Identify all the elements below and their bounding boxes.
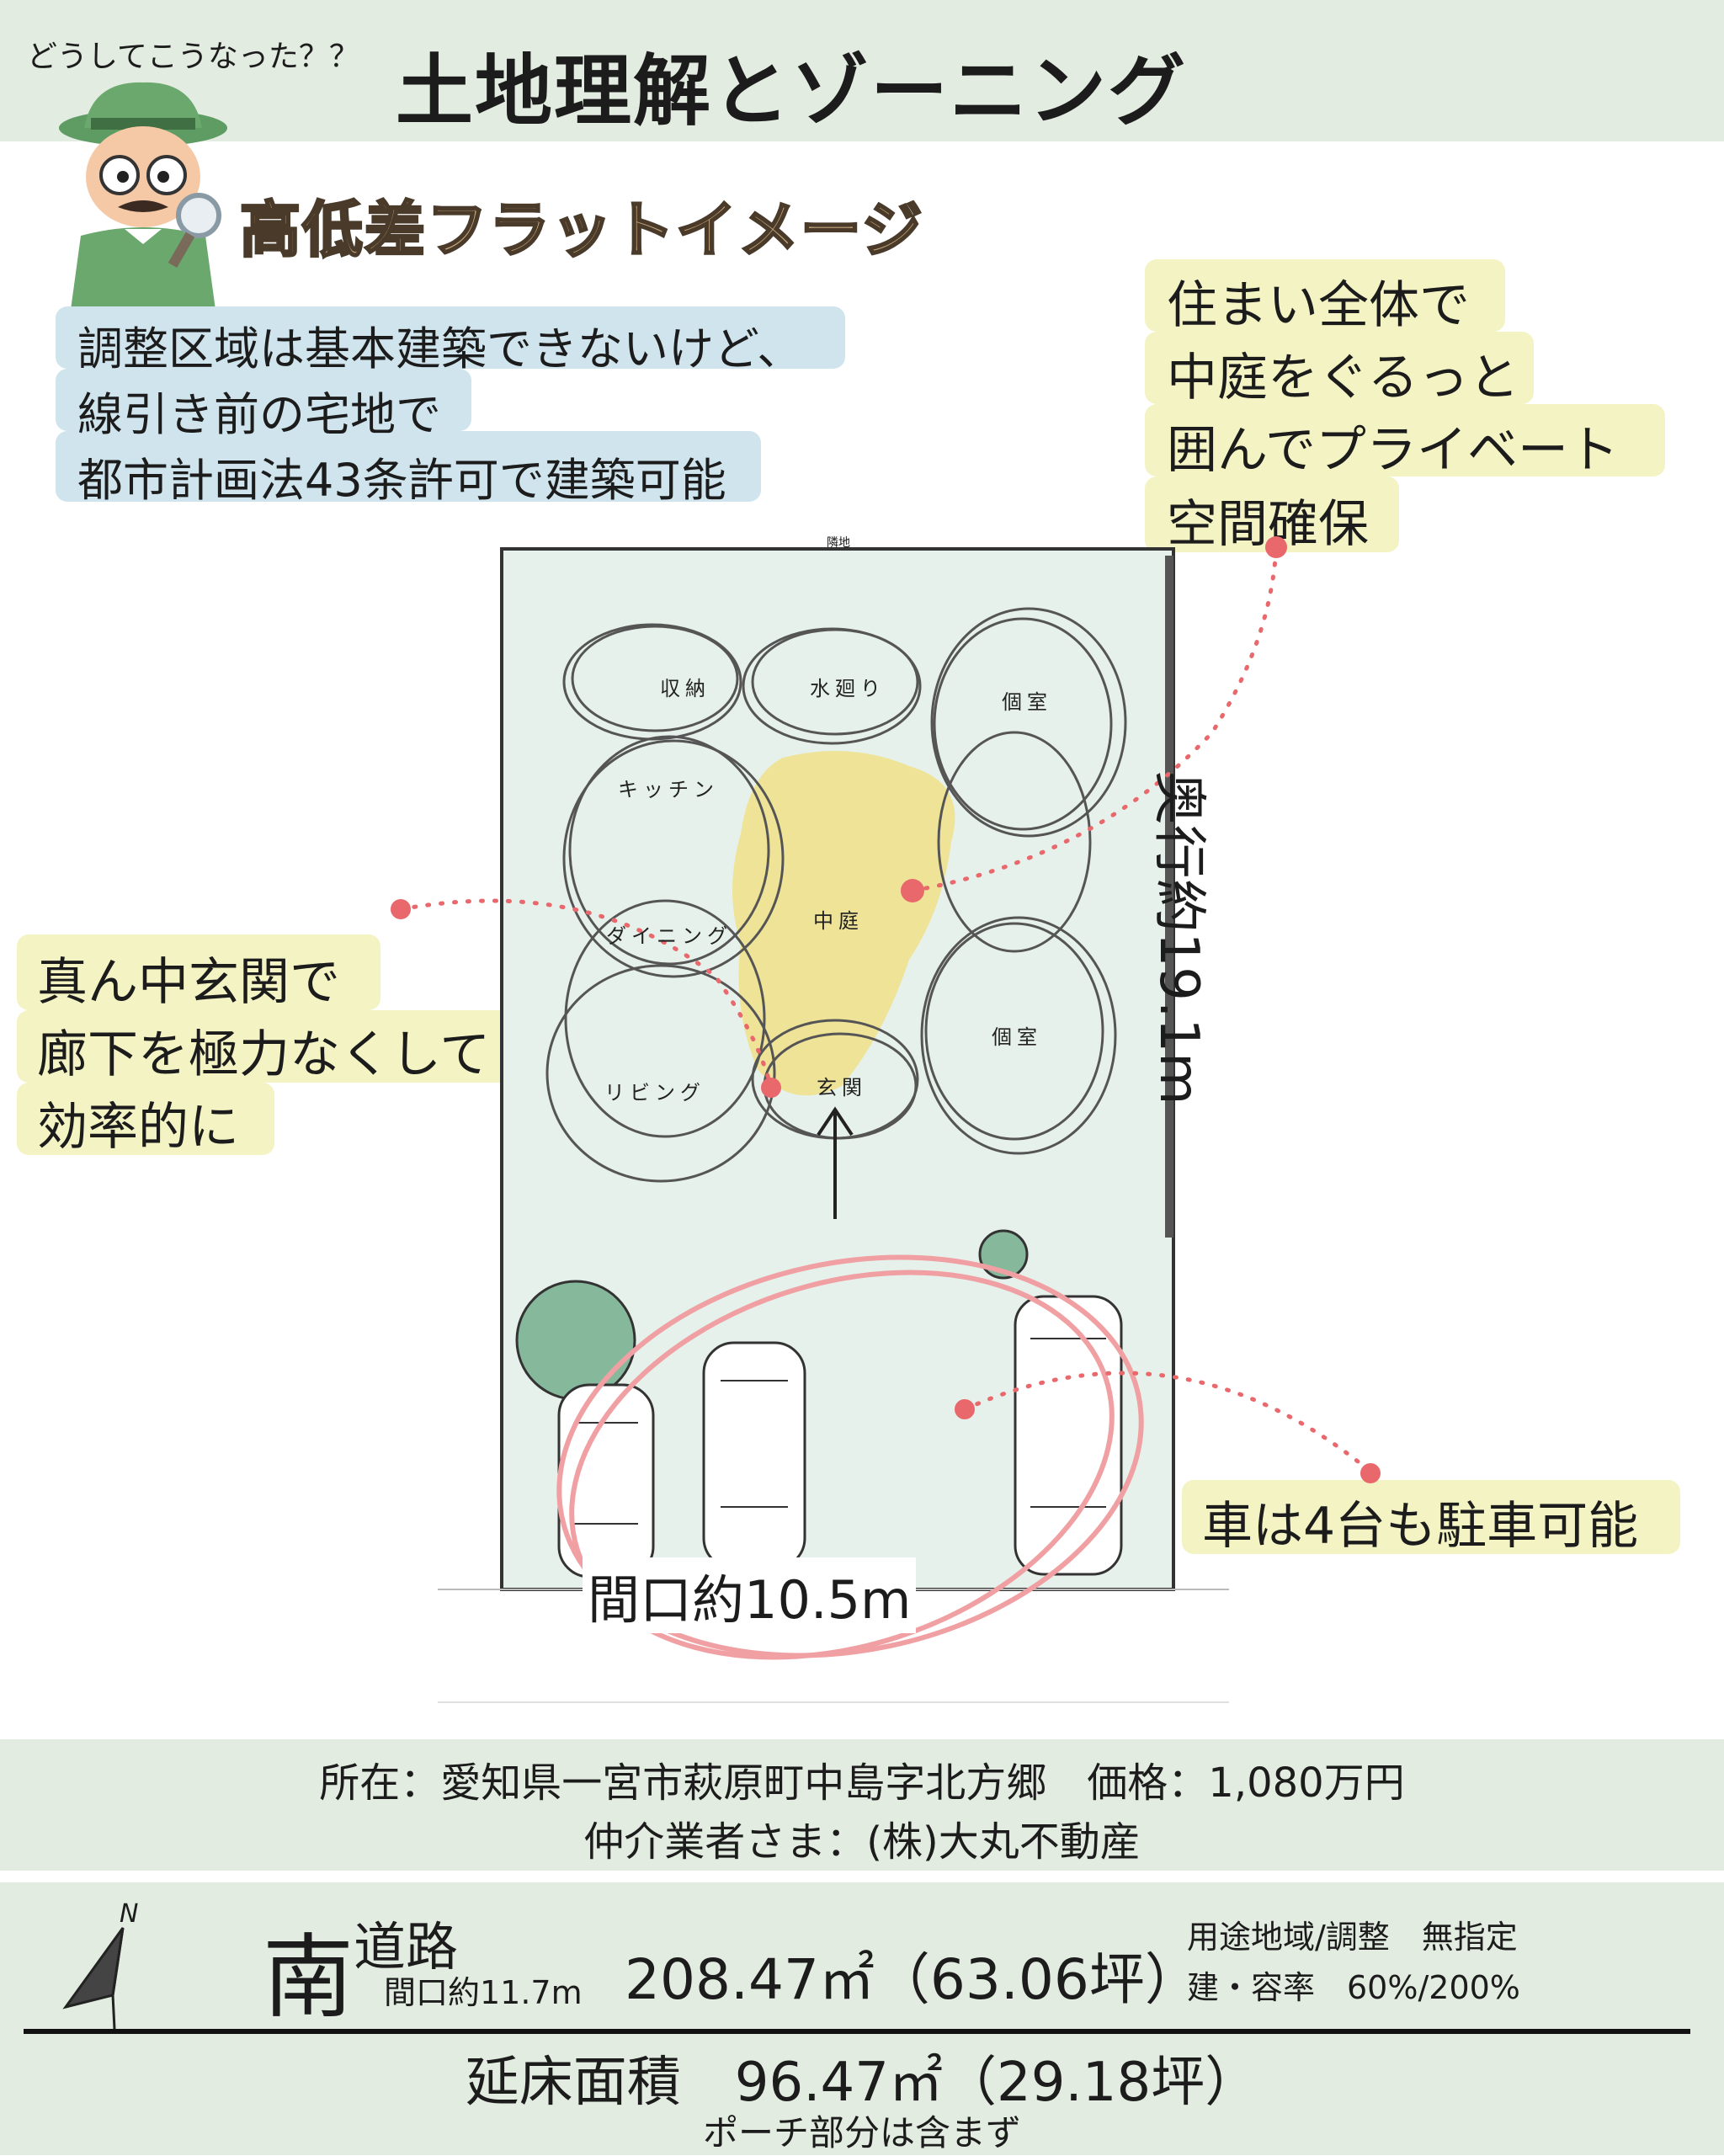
note-line: 囲んでプライベート [1167, 421, 1619, 480]
road-frontage: 間口約11.7m [384, 1974, 583, 2011]
note-parking-bg [1182, 1480, 1680, 1554]
note-line: 中庭をぐるっと [1167, 349, 1519, 407]
note-entrance-bg-3 [17, 1083, 274, 1155]
note-blue-bg-1 [56, 306, 845, 369]
neighbor-label: 隣地 [827, 536, 850, 550]
divider-line [24, 2029, 1690, 2034]
note-entrance-bg-2 [17, 1010, 539, 1083]
room-entrance: 玄関 [817, 1076, 867, 1099]
note-line: 都市計画法43条許可で建築可能 [77, 454, 726, 507]
note-entrance-bg-1 [17, 934, 380, 1010]
note-blue-bg-2 [56, 369, 471, 431]
header-kicker: どうしてこうなった？？ [27, 40, 359, 74]
detective-mascot-icon [59, 82, 227, 310]
note-line: 調整区域は基本建築できないけど、 [77, 322, 803, 375]
site-plan [391, 536, 1381, 1703]
location-price: 所在：愛知県一宮市萩原町中島字北方郷 価格：1,080万円 [319, 1759, 1405, 1807]
coverage: 建・容率 60%/200% [1187, 1969, 1520, 2006]
info-band [0, 1739, 1724, 1871]
site-area: 208.47㎡（63.06坪） [625, 1947, 1200, 2012]
room-courtyard: 中庭 [813, 909, 864, 933]
note-courtyard-bg-2 [1145, 332, 1534, 404]
compass-label: N [120, 1899, 139, 1929]
note-courtyard-bg-3 [1145, 404, 1665, 476]
note-line: 真ん中玄関で [37, 953, 340, 1012]
road-direction: 南 [263, 1925, 354, 2031]
section-subtitle: 高低差フラットイメージ [239, 194, 924, 267]
road-label: 道路 [354, 1916, 459, 1978]
frontage-label: 間口約10.5m [583, 1557, 917, 1633]
broker: 仲介業者さま：(株)大丸不動産 [583, 1818, 1141, 1866]
note-blue-bg-3 [56, 431, 761, 502]
floor-area: 延床面積 96.47㎡（29.18坪） [465, 2052, 1259, 2114]
note-line: 住まい全体で [1167, 276, 1470, 335]
note-line: 線引き前の宅地で [77, 388, 441, 441]
compass-north-icon [62, 1927, 125, 2030]
depth-label: 奥行約19.1m [1147, 770, 1210, 1105]
specs-band [0, 1882, 1724, 2155]
room-private-bottom: 個室 [992, 1025, 1042, 1049]
floor-note: ポーチ部分は含まず [702, 2112, 1021, 2153]
room-living: リビング [604, 1081, 705, 1105]
zoning: 用途地域/調整 無指定 [1187, 1919, 1518, 1956]
room-storage: 収納 [660, 677, 710, 700]
room-private-top: 個室 [1002, 690, 1052, 714]
note-line: 効率的に [37, 1098, 239, 1157]
page-title: 土地理解とゾーニング [396, 46, 1188, 136]
header-band [0, 0, 1724, 141]
note-parking: 車は4台も駐車可能 [1202, 1497, 1639, 1556]
note-line: 廊下を極力なくして [37, 1025, 491, 1084]
room-dining: ダイニング [606, 924, 732, 948]
room-water: 水廻り [810, 677, 886, 700]
note-courtyard-bg-1 [1145, 259, 1505, 332]
room-kitchen: キッチン [618, 778, 719, 801]
